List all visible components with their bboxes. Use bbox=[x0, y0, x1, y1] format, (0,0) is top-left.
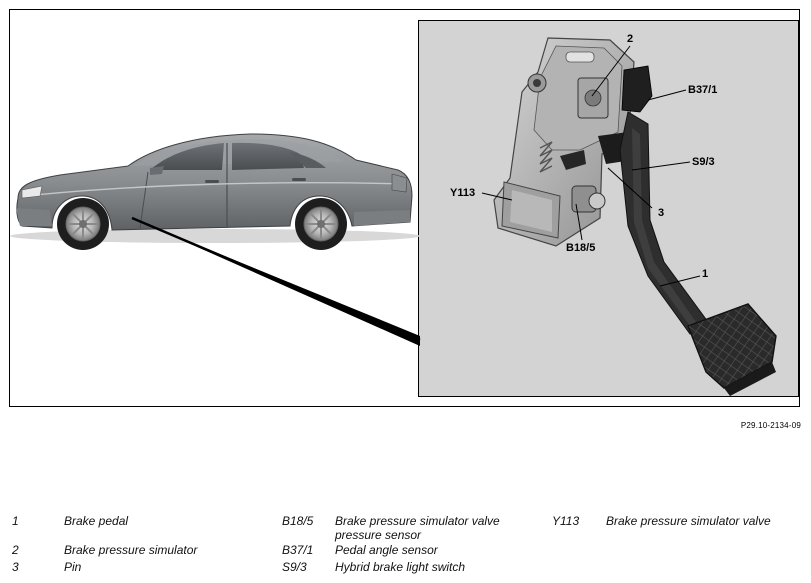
callout-label-1: 1 bbox=[702, 268, 709, 280]
legend-code: S9/3 bbox=[282, 560, 307, 574]
legend-text: Pedal angle sensor bbox=[335, 543, 438, 557]
legend-code: Y113 bbox=[552, 514, 580, 528]
callout-label-y113: Y113 bbox=[450, 187, 476, 199]
legend-text: Hybrid brake light switch bbox=[335, 560, 466, 574]
legend-code: B18/5 bbox=[282, 514, 314, 528]
legend-code: B37/1 bbox=[282, 543, 314, 557]
legend-code: 2 bbox=[12, 543, 19, 557]
callout-label-3: 3 bbox=[658, 207, 665, 219]
figure-id: P29.10-2134-09 bbox=[740, 421, 801, 430]
pointer-line bbox=[131, 216, 421, 342]
legend-text: Brake pressure simulator valve bbox=[606, 514, 771, 528]
pointer-wedge bbox=[132, 218, 420, 346]
callout-label-b37-1: B37/1 bbox=[688, 84, 718, 96]
callout-label-s9-3: S9/3 bbox=[692, 156, 715, 168]
legend-text: Brake pedal bbox=[64, 514, 129, 528]
legend-code: 1 bbox=[12, 514, 19, 528]
car-icon bbox=[10, 133, 420, 250]
pedal-assembly-icon bbox=[493, 37, 777, 396]
callout-leaders bbox=[481, 45, 701, 287]
callout-label-b18-5: B18/5 bbox=[566, 242, 596, 254]
legend-code: 3 bbox=[12, 560, 19, 574]
callout-label-2: 2 bbox=[627, 33, 634, 45]
legend-text: Pin bbox=[64, 560, 82, 574]
legend-text: Brake pressure simulator valve pressure … bbox=[335, 514, 500, 542]
legend-text: Brake pressure simulator bbox=[64, 543, 198, 557]
